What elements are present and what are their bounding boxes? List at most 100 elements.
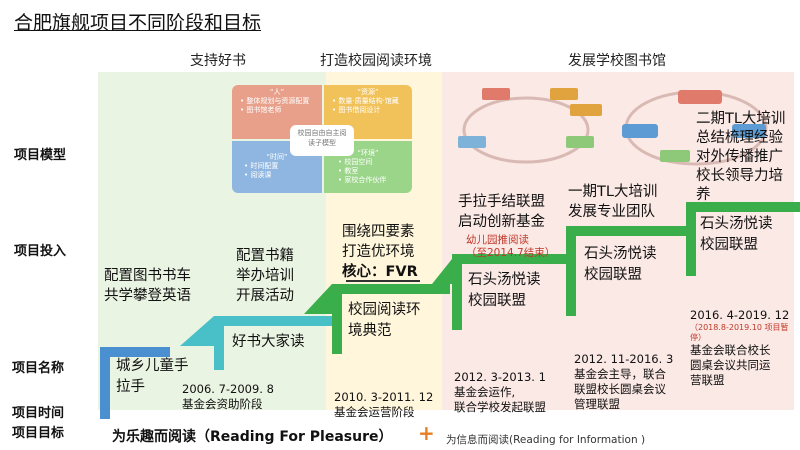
model-center-line: 校园自由自主阅 — [297, 129, 347, 137]
time-desc: 基金会运作, — [454, 385, 516, 399]
time-period: 2006. 7-2009. 8 — [182, 382, 274, 396]
cycle-ring — [462, 96, 590, 164]
time-pause-note: 停） — [690, 333, 706, 342]
quadrant-resources-item: • 图书借阅设计 — [332, 106, 381, 114]
name-line: 校园联盟 — [584, 267, 642, 283]
name-line: 拉手 — [116, 379, 145, 395]
input-line: 配置图书书车 — [104, 268, 191, 284]
stair-step-3 — [332, 284, 450, 354]
row-label-input: 项目投入 — [14, 244, 67, 259]
goal-secondary: 为信息而阅读(Reading for Information ) — [446, 434, 646, 446]
time-desc: 基金会联合校长 — [690, 343, 771, 357]
cycle-node — [482, 88, 510, 100]
input-line: 共学攀登英语 — [104, 288, 191, 304]
input-stage-2: 配置书籍 举办培训 开展活动 — [236, 246, 294, 306]
time-desc: 基金会资助阶段 — [182, 397, 263, 411]
input-stage-3: 围绕四要素 打造优环境 核心：FVR — [342, 222, 418, 282]
stair-arrow-2-shape — [304, 284, 332, 314]
input-line: 举办培训 — [236, 268, 294, 284]
name-stage-3: 校园阅读环 境典范 — [348, 300, 421, 342]
quadrant-environment-title: “环境” — [357, 149, 379, 157]
time-stage-1: 2006. 7-2009. 8 基金会资助阶段 — [182, 382, 274, 412]
time-period: 2012. 11-2016. 3 — [574, 352, 674, 366]
input-line: 养 — [696, 187, 711, 203]
row-label-time: 项目时间 — [12, 406, 65, 421]
cycle-node — [678, 90, 722, 104]
input-line: 手拉手结联盟 — [458, 194, 545, 210]
cycle-node — [566, 136, 594, 148]
cycle-node — [550, 88, 578, 100]
name-stage-4: 石头汤悦读 校园联盟 — [468, 270, 541, 312]
time-desc: 基金会主导，联合 — [574, 367, 666, 381]
stair-arrow-3 — [432, 254, 456, 284]
name-line: 境典范 — [348, 323, 392, 339]
page-title: 合肥旗舰项目不同阶段和目标 — [14, 12, 262, 34]
input-stage-5: 一期TL大培训 发展专业团队 — [568, 182, 657, 222]
input-line: 启动创新基金 — [458, 214, 545, 230]
row-label-goal: 项目目标 — [12, 426, 65, 441]
model-center-line: 读子模型 — [308, 139, 336, 147]
quadrant-environment-item: • 教室 — [338, 167, 359, 175]
quadrant-time-item: • 时间配置 — [244, 162, 279, 170]
quadrant-time-title: “时间” — [266, 153, 288, 161]
time-period: 2010. 3-2011. 12 — [334, 390, 434, 404]
quadrant-time-item: • 阅读课 — [244, 171, 272, 179]
plus-icon: + — [418, 421, 435, 445]
input-core: 核心：FVR — [342, 264, 418, 280]
cycle-node — [732, 124, 766, 138]
goal-main: 为乐趣而阅读（Reading For Pleasure） — [112, 429, 393, 445]
model-diagram: “人” • 整体规划与资源配置 • 图书馆老师 “资源” • 数量·质量结构·馆… — [232, 85, 412, 193]
header-reading-env: 打造校园阅读环境 — [320, 53, 432, 69]
input-line: 开展活动 — [236, 288, 294, 304]
time-period: 2012. 3-2013. 1 — [454, 370, 546, 384]
name-line: 石头汤悦读 — [468, 272, 541, 288]
time-stage-5: 2016. 4-2019. 12 （2018.8-2019.10 项目暂 停） … — [690, 308, 789, 388]
input-line: 发展专业团队 — [568, 204, 655, 220]
header-support-books: 支持好书 — [190, 53, 246, 69]
input-note-line: （至2014.7结束） — [466, 247, 556, 259]
name-stage-5: 石头汤悦读 校园联盟 — [584, 244, 657, 286]
name-stage-6: 石头汤悦读 校园联盟 — [700, 214, 773, 256]
time-desc: 圆桌会议共同运 — [690, 358, 771, 372]
time-stage-4: 2012. 11-2016. 3 基金会主导，联合 联盟校长圆桌会议 管理联盟 — [574, 352, 673, 412]
time-desc: 联合学校发起联盟 — [454, 400, 546, 414]
input-line: 打造优环境 — [342, 244, 415, 260]
stair-arrow-1-shape — [180, 316, 214, 346]
stair-arrow-1 — [180, 316, 214, 346]
model-center: 校园自由自主阅 读子模型 — [290, 125, 354, 156]
input-stage-1: 配置图书书车 共学攀登英语 — [104, 266, 191, 306]
input-line: 配置书籍 — [236, 248, 294, 264]
name-line: 校园联盟 — [700, 237, 758, 253]
row-label-model: 项目模型 — [14, 148, 67, 163]
quadrant-people-item: • 整体规划与资源配置 — [240, 97, 310, 105]
time-stage-3: 2012. 3-2013. 1 基金会运作, 联合学校发起联盟 — [454, 370, 546, 415]
input-line: 总结梳理经验 — [696, 130, 783, 146]
input-line: 校长领导力培 — [696, 168, 783, 184]
input-line: 二期TL大培训 — [696, 111, 786, 127]
stair-arrow-3-shape — [432, 254, 456, 284]
name-line: 石头汤悦读 — [584, 246, 657, 262]
quadrant-resources-title: “资源” — [357, 88, 379, 96]
input-stage-6: 二期TL大培训 总结梳理经验 对外传播推广 校长领导力培 养 — [696, 110, 785, 205]
name-line: 校园联盟 — [468, 293, 526, 309]
name-line: 校园阅读环 — [348, 302, 421, 318]
quadrant-people-item: • 图书馆老师 — [240, 106, 282, 114]
stair-step-5 — [566, 226, 688, 316]
time-period: 2016. 4-2019. 12 — [690, 308, 790, 322]
time-desc: 管理联盟 — [574, 397, 620, 411]
name-stage-1: 城乡儿童手 拉手 — [116, 356, 189, 398]
cycle-node — [622, 124, 658, 138]
name-line: 城乡儿童手 — [116, 358, 189, 374]
quadrant-environment-item: • 家校合作伙伴 — [338, 176, 387, 184]
name-stage-2: 好书大家读 — [232, 334, 305, 350]
time-desc: 联盟校长圆桌会议 — [574, 382, 666, 396]
time-desc: 营联盟 — [690, 373, 725, 387]
stair-step-2 — [214, 316, 332, 370]
library-cycle-diagram — [458, 88, 768, 166]
time-desc: 基金会运营阶段 — [334, 405, 415, 419]
stair-step-1 — [100, 347, 170, 419]
input-stage-4-note: 幼儿园推阅读 （至2014.7结束） — [466, 234, 555, 260]
input-note-line: 幼儿园推阅读 — [466, 234, 529, 246]
cycle-node — [570, 104, 602, 116]
input-line: 围绕四要素 — [342, 224, 415, 240]
